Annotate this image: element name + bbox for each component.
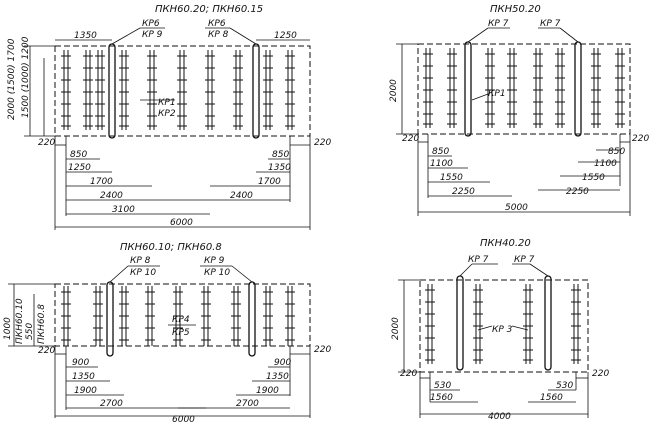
dim-label: 6000	[170, 218, 193, 228]
panel-title: ПКН50.20	[490, 4, 541, 15]
vdim-label: 2000	[391, 317, 401, 340]
dim-label: 1100	[430, 159, 453, 169]
dim-label: 220	[400, 369, 417, 379]
dim-label: 1250	[68, 163, 91, 173]
panel-outline	[54, 45, 311, 137]
dim-label: 2400	[230, 191, 253, 201]
dim-label: 530	[434, 381, 451, 391]
panel-pkn40-20: ПКН40.20 КР 7 КР 7 КР 3 220 530 1560 400…	[391, 238, 609, 422]
dim-label: 850	[272, 150, 289, 160]
panel-title: ПКН60.10; ПКН60.8	[120, 242, 222, 253]
panel-outline	[417, 43, 631, 135]
label: КР 8	[130, 256, 151, 266]
label: КР1	[158, 98, 176, 108]
dim-label: 900	[72, 358, 89, 368]
dim-label: 4000	[488, 412, 511, 422]
dim-label: 1900	[256, 386, 279, 396]
label: КР 9	[142, 30, 163, 40]
dim-label: 220	[632, 134, 649, 144]
dim-label: 2250	[566, 187, 589, 197]
vdim-label: 1000	[3, 317, 13, 340]
panel-title: ПКН40.20	[480, 238, 531, 249]
vdim-label: ПКН60.10	[15, 298, 25, 344]
label: КР6	[142, 19, 160, 29]
panel-title: ПКН60.20; ПКН60.15	[155, 4, 263, 15]
dim-label: 6000	[172, 415, 195, 425]
dim-label: 1350	[268, 163, 291, 173]
label: КР 7	[540, 19, 561, 29]
label: КР 7	[468, 255, 489, 265]
label: КР 7	[514, 255, 535, 265]
vdim-label: ПКН60.8	[37, 304, 47, 344]
dim-label: 850	[70, 150, 87, 160]
label: КР 7	[488, 19, 509, 29]
dim-label: 900	[274, 358, 291, 368]
dim-label: 220	[38, 346, 55, 356]
panel-pkn50-20: ПКН50.20 КР 7 КР 7 КР1 220 850 1100 155	[389, 4, 649, 216]
dim-label: 1350	[266, 372, 289, 382]
label: КР 10	[130, 268, 156, 278]
dim-label: 220	[314, 345, 331, 355]
vdim-label: 1500 (1000) 1200	[21, 36, 31, 118]
dim-label: 1550	[582, 173, 605, 183]
label: КР 9	[204, 256, 225, 266]
label: КР6	[208, 19, 226, 29]
dim-label: 1900	[74, 386, 97, 396]
panel-pkn60-10: ПКН60.10; ПКН60.8 КР 8 КР 10 КР 9 КР 10 …	[3, 242, 331, 425]
dim-label: 1700	[90, 177, 113, 187]
dim-label: 1560	[430, 393, 453, 403]
dim-label: 850	[608, 147, 625, 157]
label: КР 10	[204, 268, 230, 278]
dim-label: 220	[592, 369, 609, 379]
label: КР5	[172, 328, 190, 338]
panel-pkn60-20: ПКН60.20; ПКН60.15 КР6 КР	[7, 4, 331, 230]
label: КР 3	[492, 325, 513, 335]
dim-label: 220	[38, 138, 55, 148]
vdim-label: 2000 (1500) 1700	[7, 38, 17, 120]
dim-label: 1350	[74, 31, 97, 41]
dim-label: 2700	[100, 399, 123, 409]
label: КР1	[488, 89, 506, 99]
label: КР2	[158, 109, 176, 119]
label: КР4	[172, 315, 190, 325]
dim-label: 5000	[505, 203, 528, 213]
dim-label: 2400	[100, 191, 123, 201]
dim-label: 530	[556, 381, 573, 391]
vdim-label: 550	[25, 323, 35, 340]
vdim-label: 2000	[389, 79, 399, 102]
dim-label: 2250	[452, 187, 475, 197]
dim-label: 220	[314, 138, 331, 148]
dim-label: 1700	[258, 177, 281, 187]
dim-label: 1250	[274, 31, 297, 41]
dim-label: 2700	[236, 399, 259, 409]
dim-label: 1560	[540, 393, 563, 403]
panel-outline	[54, 283, 311, 347]
dim-label: 1550	[440, 173, 463, 183]
label: КР 8	[208, 30, 229, 40]
dim-label: 220	[402, 134, 419, 144]
dim-label: 1100	[594, 159, 617, 169]
panel-outline	[419, 279, 589, 373]
dim-label: 1350	[72, 372, 95, 382]
dim-label: 850	[432, 147, 449, 157]
dim-label: 3100	[112, 205, 135, 215]
